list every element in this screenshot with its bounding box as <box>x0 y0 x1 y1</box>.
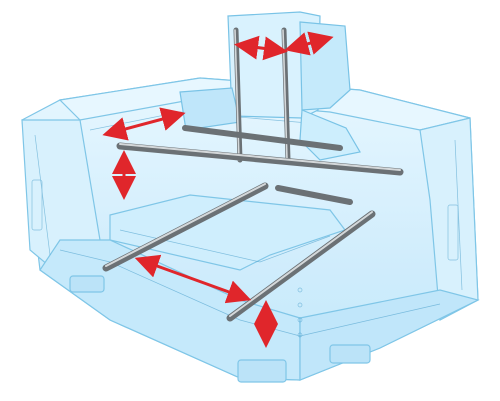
right-slot <box>447 204 459 261</box>
arrow-front-x <box>134 254 252 304</box>
arrow-head-x <box>234 35 288 61</box>
detail-line-2 <box>119 229 331 263</box>
rod-front-crossbar <box>226 210 376 322</box>
rod-rear-crossbar-highlight <box>119 143 401 171</box>
arrow-rear-y <box>102 107 186 141</box>
rod-rear-short <box>182 125 343 151</box>
screw-3 <box>297 317 303 323</box>
motion-arrows <box>102 31 334 348</box>
foot-right <box>329 344 371 364</box>
detail-line-5 <box>34 134 51 256</box>
foot-left <box>69 275 105 293</box>
rod-rear-crossbar <box>116 142 404 176</box>
rod-front-crossbar-highlight <box>229 211 373 317</box>
screw-1 <box>297 287 303 293</box>
rod-right-rail <box>275 185 353 205</box>
housing-frame <box>21 77 480 383</box>
screw-2 <box>297 302 303 308</box>
arrow-head-y <box>284 31 334 56</box>
detail-line-6 <box>454 139 463 291</box>
right-side-housing <box>419 117 479 321</box>
head-motor <box>299 21 351 111</box>
inner-bed <box>109 194 346 271</box>
head-mount <box>179 87 241 131</box>
left-slot <box>31 179 43 231</box>
detail-line-4 <box>299 303 441 337</box>
screw-4 <box>297 332 303 338</box>
foot-front <box>237 359 287 383</box>
rod-left-rail-highlight <box>105 183 266 267</box>
rod-left-rail <box>102 182 269 272</box>
